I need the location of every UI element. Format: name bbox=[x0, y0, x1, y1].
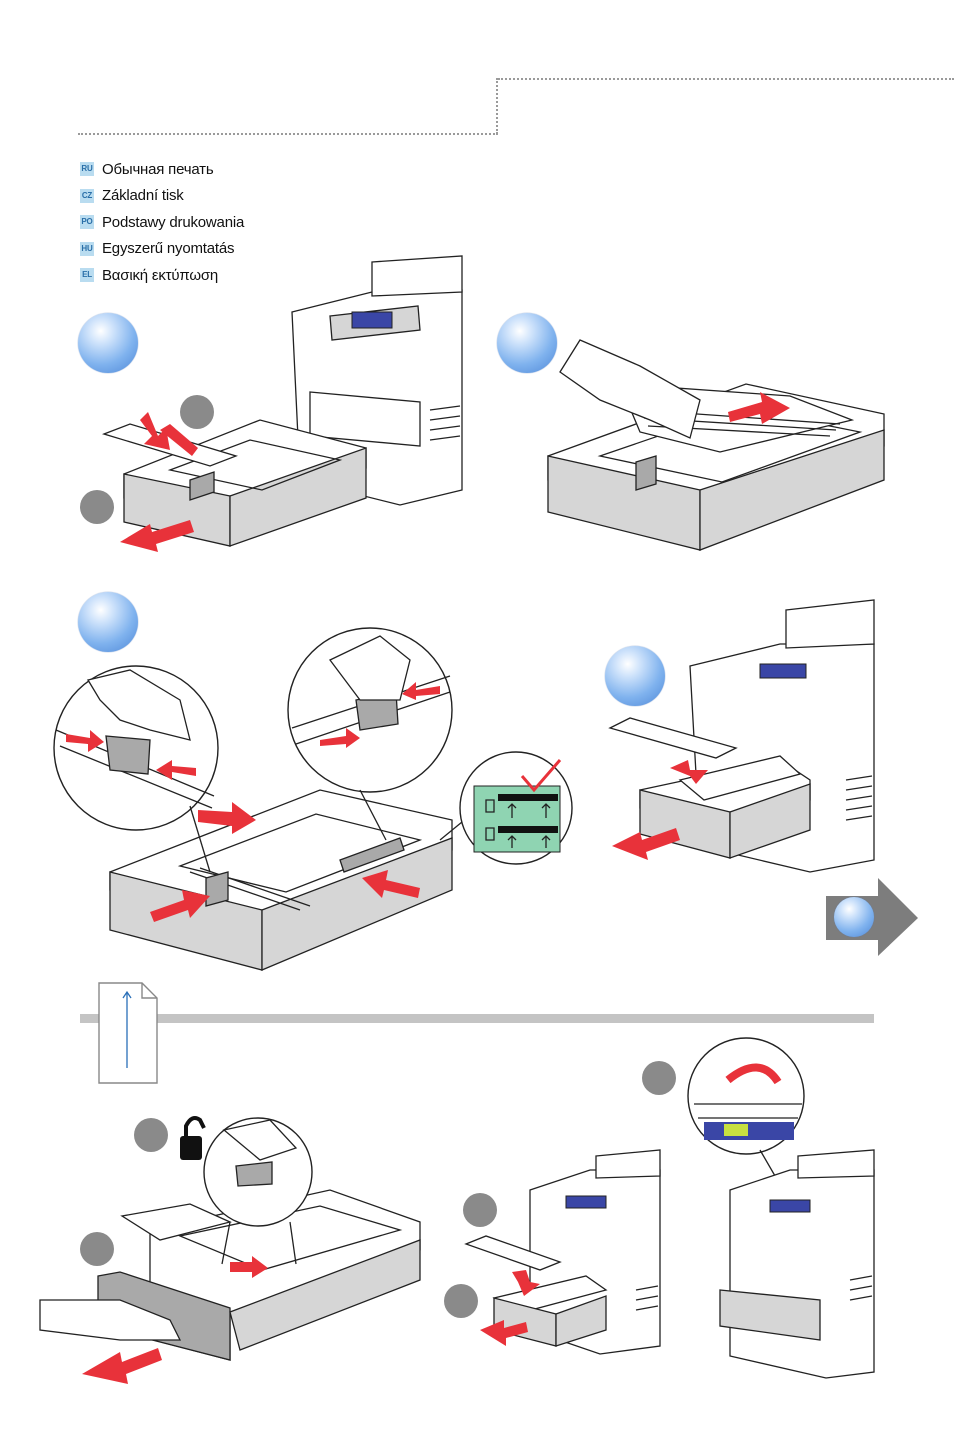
output-stop-illustration bbox=[0, 0, 954, 1431]
